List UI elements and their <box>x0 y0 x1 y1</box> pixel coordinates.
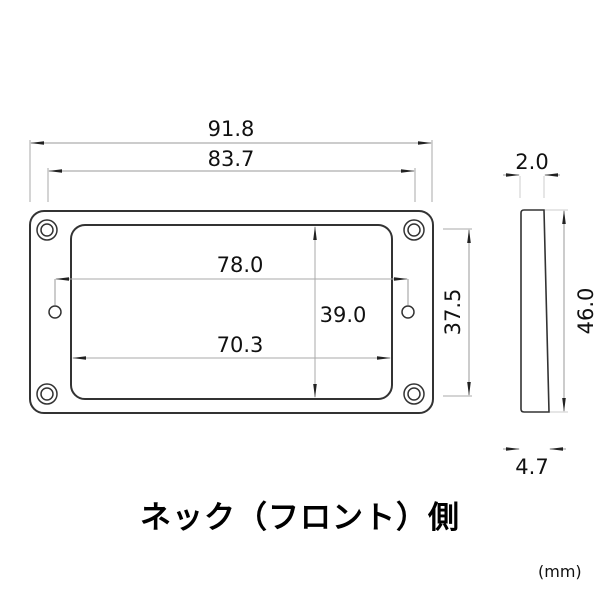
label-overall-width: 91.8 <box>208 117 255 141</box>
side-view: 2.0 46.0 4.7 <box>503 150 598 479</box>
label-bottom-thickness: 4.7 <box>515 455 548 479</box>
dimension-hole-spacing: 83.7 <box>47 147 416 202</box>
dimension-overall-height: 46.0 <box>545 209 598 413</box>
label-inner-height: 39.0 <box>320 303 367 327</box>
dimension-overall-width: 91.8 <box>29 117 433 202</box>
front-view: 91.8 83.7 78.0 70.3 39.0 <box>29 117 472 414</box>
dimension-vertical-hole-spacing: 37.5 <box>441 228 472 397</box>
label-inner-top-length: 78.0 <box>217 253 264 277</box>
diagram-title: ネック（フロント）側 <box>140 500 460 536</box>
dimension-bottom-thickness: 4.7 <box>503 447 566 479</box>
label-hole-spacing: 83.7 <box>208 147 255 171</box>
side-hole-right <box>401 305 415 319</box>
screw-hole-bottom-left <box>36 383 58 405</box>
label-vertical-hole-spacing: 37.5 <box>441 289 465 336</box>
dimension-inner-height: 39.0 <box>313 226 367 398</box>
screw-hole-top-left <box>36 219 58 241</box>
inner-cutout-outline <box>70 224 393 400</box>
side-profile-outline <box>520 209 550 413</box>
outer-plate-outline <box>29 210 434 414</box>
label-top-thickness: 2.0 <box>515 150 548 174</box>
label-inner-bottom-length: 70.3 <box>217 333 264 357</box>
screw-hole-top-right <box>403 219 425 241</box>
dimension-inner-bottom-length: 70.3 <box>72 333 391 360</box>
unit-label: (mm) <box>538 562 582 581</box>
side-hole-left <box>48 305 62 319</box>
label-overall-height: 46.0 <box>574 288 598 335</box>
screw-hole-bottom-right <box>403 383 425 405</box>
dimension-top-thickness: 2.0 <box>503 150 560 198</box>
dimension-inner-top-length: 78.0 <box>54 253 409 305</box>
